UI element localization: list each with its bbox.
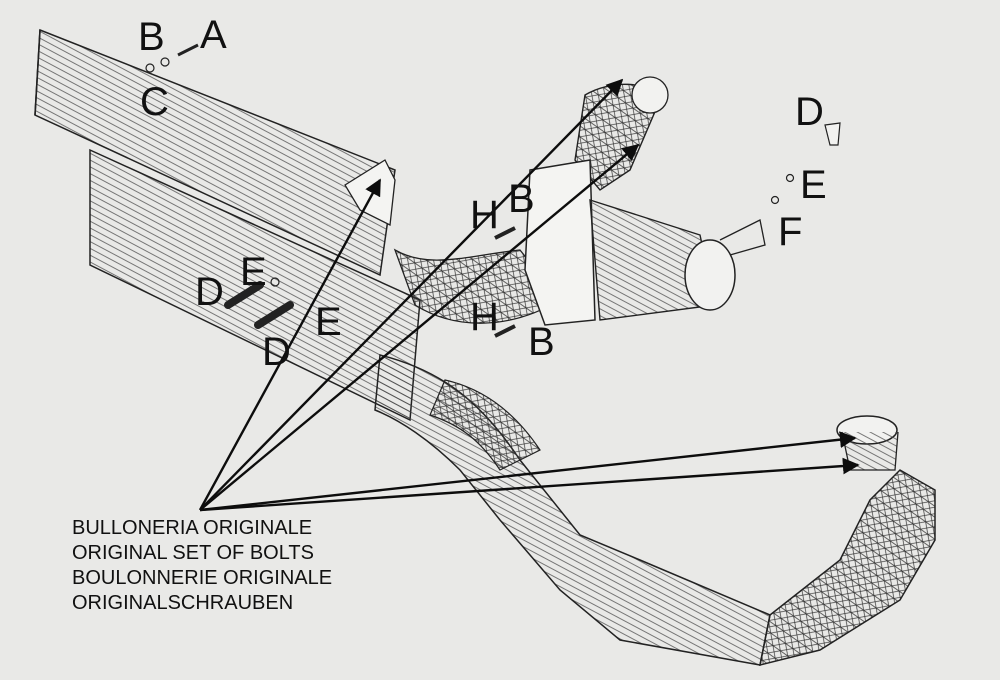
label-h-top: H [470, 193, 499, 237]
caption-italian: BULLONERIA ORIGINALE [72, 517, 312, 539]
leader-arrow-4 [199, 431, 857, 512]
washer-f-icon [770, 195, 780, 205]
bolt-d3-icon [824, 122, 841, 146]
bolt-d2-icon [254, 301, 294, 329]
nut-c-icon [145, 63, 155, 73]
label-b-mid: B [508, 177, 535, 221]
label-b-bottom: B [528, 320, 555, 364]
bolt-h2-icon [494, 324, 516, 338]
heat-shield-bracket [524, 159, 596, 326]
leader-arrow-1 [198, 178, 382, 511]
part-labels: B A C E D E D B H H B D E F [138, 13, 827, 374]
front-header-pipe [374, 354, 936, 667]
leader-arrows [198, 78, 860, 512]
caption-block: BULLONERIA ORIGINALE ORIGINAL SET OF BOL… [72, 517, 332, 614]
washer-b-icon [160, 57, 170, 67]
label-e-right: E [800, 163, 827, 207]
label-h-bottom: H [470, 295, 499, 339]
caption-english: ORIGINAL SET OF BOLTS [72, 542, 314, 564]
label-e-mid: E [315, 300, 342, 344]
label-b-top: B [138, 15, 165, 59]
washer-e2-icon [785, 173, 795, 183]
muffler-upper [34, 28, 396, 277]
leader-arrow-2 [199, 78, 624, 511]
bolt-d-icon [224, 281, 264, 309]
hanger-bracket [719, 219, 766, 256]
leader-arrow-3 [199, 143, 640, 511]
leader-arrow-5 [199, 457, 860, 512]
hardware-parts [145, 43, 841, 338]
label-d-mid: D [262, 330, 291, 374]
label-a: A [200, 13, 227, 57]
label-e-left: E [240, 250, 267, 294]
label-d-left: D [195, 270, 224, 314]
washer-e-icon [270, 277, 280, 287]
caption-german: ORIGINALSCHRAUBEN [72, 592, 293, 614]
caption-french: BOULONNERIE ORIGINALE [72, 567, 332, 589]
bolt-h-icon [494, 226, 516, 240]
label-f: F [778, 210, 802, 254]
bolt-a-icon [177, 43, 199, 57]
rear-header-pipe [524, 76, 766, 326]
label-d-right: D [795, 90, 824, 134]
label-c: C [140, 80, 169, 124]
